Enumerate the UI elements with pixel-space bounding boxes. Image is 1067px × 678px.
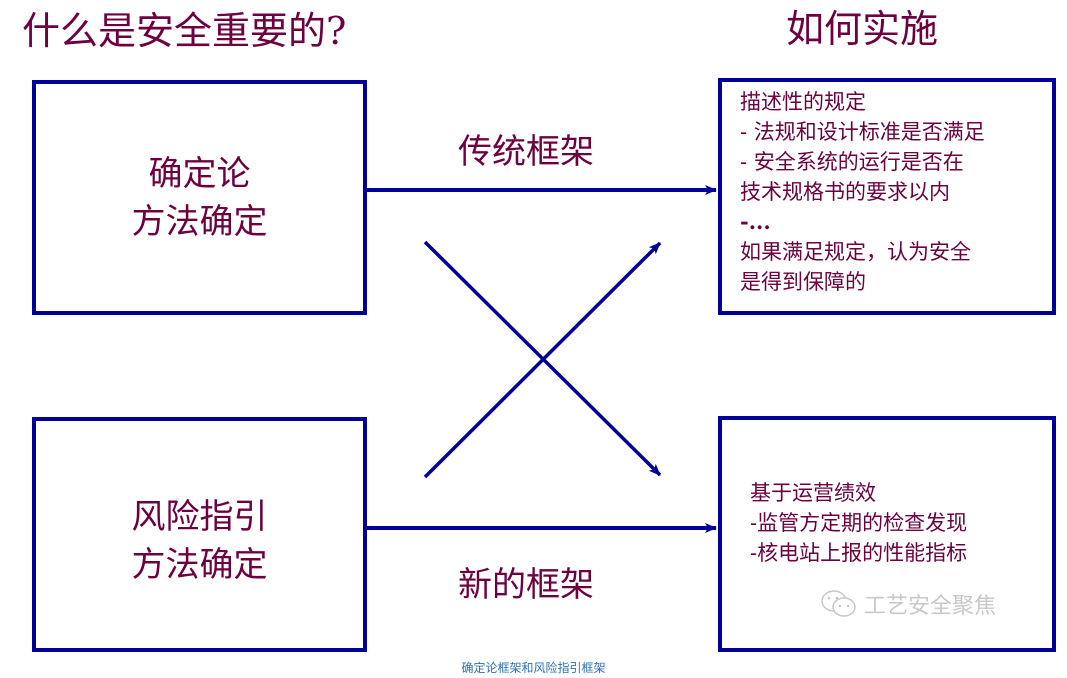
watermark: 工艺安全聚焦	[820, 588, 996, 620]
watermark-text: 工艺安全聚焦	[864, 594, 997, 619]
box-label-line: 方法确定	[131, 202, 268, 242]
desc-line: -监管方定期的检查发现	[750, 511, 968, 535]
desc-line: 是得到保障的	[740, 270, 866, 294]
box-performance-based: 基于运营绩效 -监管方定期的检查发现 -核电站上报的性能指标	[718, 416, 1056, 652]
desc-line: - 安全系统的运行是否在	[740, 150, 964, 174]
desc-line: - 法规和设计标准是否满足	[740, 120, 985, 144]
desc-line: 基于运营绩效	[750, 481, 876, 505]
desc-line: 描述性的规定	[740, 90, 866, 114]
heading-how-to-implement: 如何实施	[786, 7, 939, 51]
box-label: 风险指引 方法确定	[36, 493, 363, 589]
figure-caption: 确定论框架和风险指引框架	[461, 661, 606, 675]
label-new-framework: 新的框架	[458, 565, 594, 605]
box-risk-informed-method: 风险指引 方法确定	[32, 417, 367, 652]
box-label-line: 方法确定	[131, 545, 268, 585]
box-deterministic-method: 确定论 方法确定	[32, 80, 367, 315]
desc-line: -...	[740, 209, 771, 234]
desc-line: -核电站上报的性能指标	[750, 541, 968, 565]
desc-line: 如果满足规定，认为安全	[740, 240, 971, 264]
label-traditional-framework: 传统框架	[458, 132, 594, 172]
box-description: 描述性的规定 - 法规和设计标准是否满足 - 安全系统的运行是否在 技术规格书的…	[740, 87, 985, 297]
desc-line: 技术规格书的要求以内	[740, 180, 950, 204]
box-label-line: 风险指引	[131, 497, 268, 537]
box-prescriptive-rules: 描述性的规定 - 法规和设计标准是否满足 - 安全系统的运行是否在 技术规格书的…	[718, 78, 1056, 315]
heading-what-is-safety-important: 什么是安全重要的?	[22, 9, 347, 53]
box-description: 基于运营绩效 -监管方定期的检查发现 -核电站上报的性能指标	[750, 478, 967, 568]
wechat-icon	[821, 590, 856, 617]
arrow-diagonal-up	[423, 241, 662, 479]
box-label: 确定论 方法确定	[36, 150, 363, 246]
box-label-line: 确定论	[148, 154, 251, 194]
